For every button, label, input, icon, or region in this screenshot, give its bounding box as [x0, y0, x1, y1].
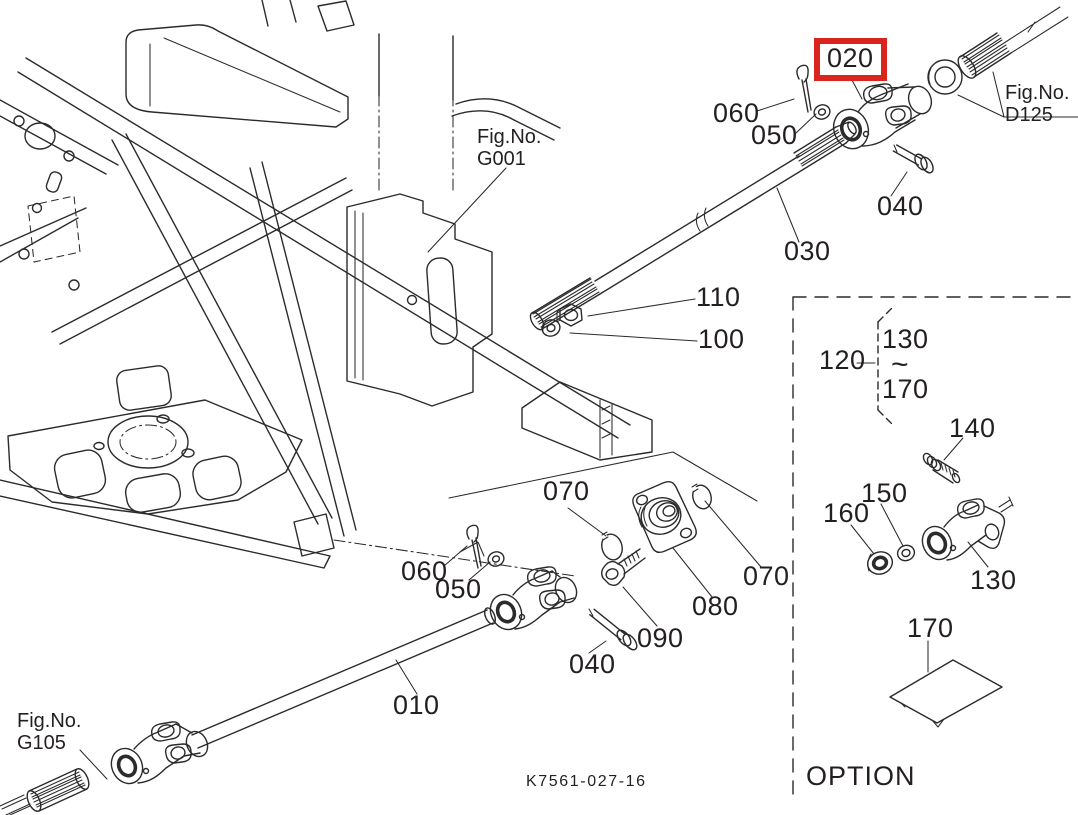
option-callout-140[interactable]: 140: [949, 413, 996, 443]
lower-shaft-assembly: [0, 480, 712, 815]
figure-ref-g001[interactable]: Fig.No. G001: [477, 126, 541, 170]
callout-070-left[interactable]: 070: [543, 476, 590, 506]
figure-ref-d125[interactable]: Fig.No. D125: [1005, 82, 1069, 126]
option-range-tilde: ~: [891, 348, 909, 381]
upper-shaft-assembly: [529, 6, 1069, 337]
figure-ref-g105[interactable]: Fig.No. G105: [17, 710, 81, 754]
figure-ref-g001-prefix: Fig.No.: [477, 126, 542, 148]
callout-060-lower[interactable]: 060: [401, 556, 448, 586]
option-callout-160[interactable]: 160: [823, 498, 870, 528]
figure-ref-d125-prefix: Fig.No.: [1005, 82, 1070, 104]
figure-ref-g105-prefix: Fig.No.: [17, 710, 82, 732]
option-assembly: [792, 296, 1078, 801]
highlighted-callout-box[interactable]: 020: [814, 38, 887, 81]
callout-060-upper[interactable]: 060: [713, 98, 760, 128]
callout-100[interactable]: 100: [698, 324, 745, 354]
drawing-number: K7561-027-16: [526, 773, 647, 790]
callout-040-upper[interactable]: 040: [877, 191, 924, 221]
callout-070-right[interactable]: 070: [743, 561, 790, 591]
callout-040-lower[interactable]: 040: [569, 649, 616, 679]
option-callout-120[interactable]: 120: [819, 345, 866, 375]
figure-ref-g105-code: G105: [17, 732, 66, 754]
callout-030[interactable]: 030: [784, 236, 831, 266]
figure-ref-d125-code: D125: [1005, 104, 1053, 126]
callout-050-lower[interactable]: 050: [435, 574, 482, 604]
option-callout-150[interactable]: 150: [861, 478, 908, 508]
frame-drawing: [0, 0, 758, 577]
callout-090[interactable]: 090: [637, 623, 684, 653]
option-callout-170[interactable]: 170: [907, 613, 954, 643]
figure-ref-g001-code: G001: [477, 148, 526, 170]
callout-080[interactable]: 080: [692, 591, 739, 621]
option-range-start-130[interactable]: 130: [882, 324, 929, 354]
callout-010[interactable]: 010: [393, 690, 440, 720]
option-range-end-170[interactable]: 170: [882, 374, 929, 404]
callout-050-upper[interactable]: 050: [751, 120, 798, 150]
option-section-label: OPTION: [806, 761, 916, 791]
leader-lines: [79, 71, 1078, 780]
option-callout-130[interactable]: 130: [970, 565, 1017, 595]
callout-020[interactable]: 020: [827, 43, 874, 73]
callout-110[interactable]: 110: [696, 282, 741, 312]
